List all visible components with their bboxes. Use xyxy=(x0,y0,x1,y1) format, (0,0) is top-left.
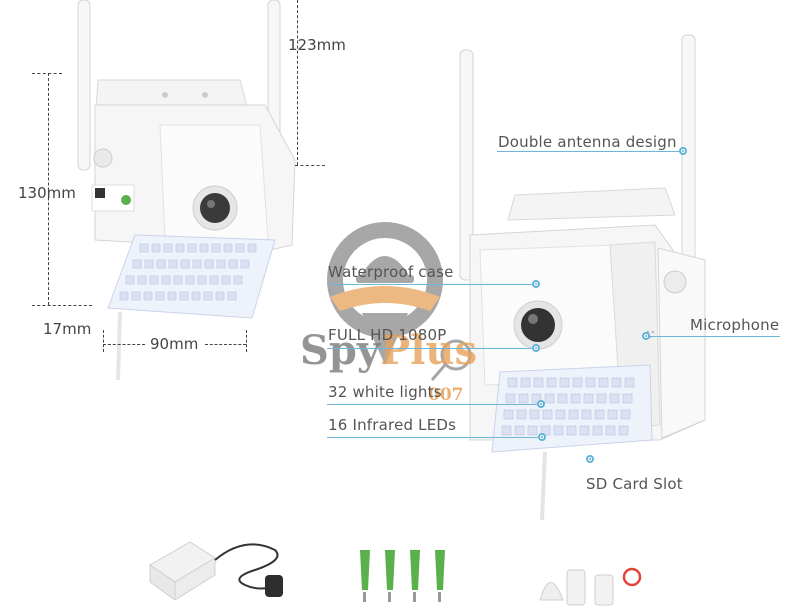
callout-infrared: 16 Infrared LEDs xyxy=(328,416,457,434)
callout-antenna: Double antenna design xyxy=(498,133,677,151)
callout-waterproof-dot xyxy=(532,280,540,288)
callout-sd-card-dot xyxy=(586,455,594,463)
callout-antenna-line xyxy=(497,151,680,152)
waterproof-fittings xyxy=(539,567,642,606)
callout-microphone-dot xyxy=(642,332,650,340)
callout-resolution: FULL HD 1080P xyxy=(328,326,447,344)
watermark-suffix: 007 xyxy=(428,385,464,405)
watermark-emblem xyxy=(327,222,472,381)
callout-waterproof: Waterproof case xyxy=(328,263,454,281)
accessories-row xyxy=(0,530,800,606)
dimension-drawing: 123mm 130mm 17mm 90mm xyxy=(0,0,346,380)
power-adapter xyxy=(149,541,283,600)
callout-resolution-line xyxy=(327,348,532,349)
callout-sd-card: SD Card Slot xyxy=(586,475,683,493)
watermark-logo: SpyPlus 007 xyxy=(300,215,490,415)
callout-antenna-dot xyxy=(679,147,687,155)
camera-angled-view xyxy=(459,34,706,520)
camera-feature-diagram xyxy=(320,20,800,520)
antenna-height-label: 123mm xyxy=(288,36,346,54)
callout-white-lights-dot xyxy=(537,400,545,408)
camera-front-view xyxy=(77,0,296,380)
width-label: 90mm xyxy=(150,335,199,353)
wall-anchors xyxy=(360,550,445,602)
callout-waterproof-line xyxy=(327,284,532,285)
callout-microphone-line xyxy=(650,336,780,337)
watermark-brand-a: Spy xyxy=(300,327,381,374)
callout-microphone: Microphone xyxy=(690,316,780,334)
callout-white-lights-line xyxy=(327,404,537,405)
callout-infrared-dot xyxy=(538,433,546,441)
depth-label: 17mm xyxy=(43,320,92,338)
callout-resolution-dot xyxy=(532,344,540,352)
callout-white-lights: 32 white lights xyxy=(328,383,442,401)
height-label: 130mm xyxy=(18,184,76,202)
callout-infrared-line xyxy=(327,437,538,438)
watermark-brand-b: Plus xyxy=(380,327,477,374)
